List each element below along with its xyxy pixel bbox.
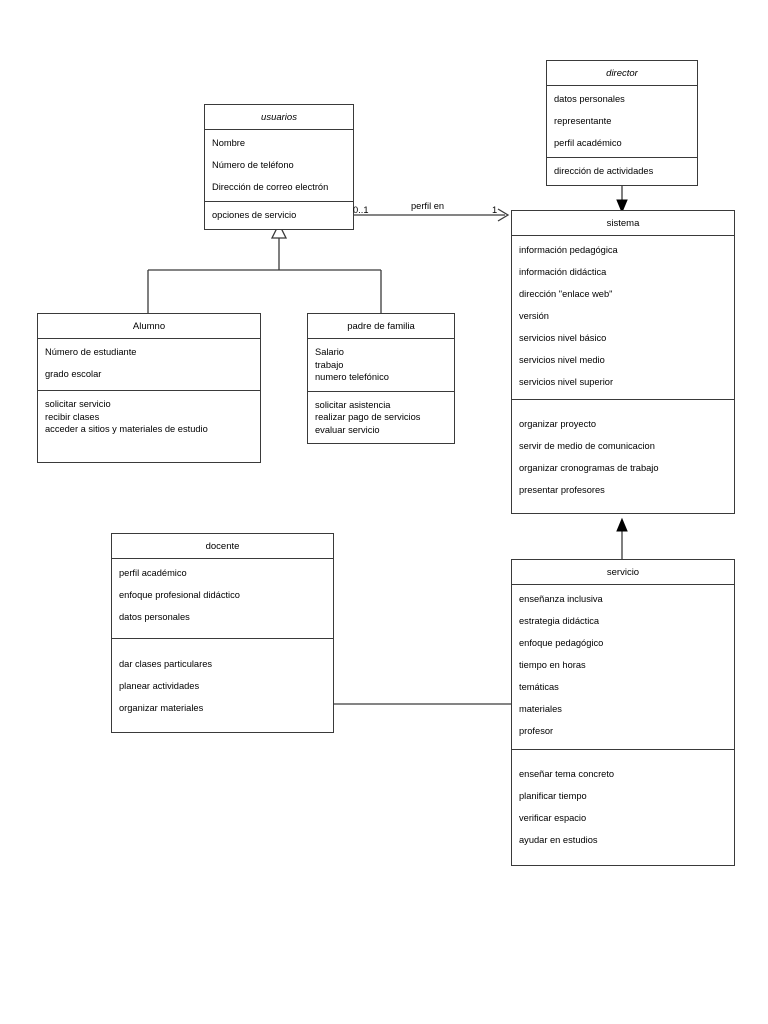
operations-docente: dar clases particulares planear activida… (112, 638, 333, 732)
operation-row: enseñar tema concreto (519, 769, 615, 779)
operation-row: organizar materiales (119, 703, 204, 713)
operation-row: evaluar servicio (315, 424, 380, 435)
arrowhead-usuarios-sistema (497, 208, 510, 222)
attribute-row: versión (519, 311, 549, 321)
arrowhead-servicio-sistema (616, 517, 628, 532)
operation-row: solicitar servicio (45, 399, 111, 409)
attribute-row: enfoque profesional didáctico (119, 590, 240, 600)
attribute-row: Número de estudiante (45, 347, 137, 357)
class-name-servicio: servicio (512, 560, 734, 585)
attribute-row: tiempo en horas (519, 660, 586, 670)
attribute-row: perfil académico (554, 138, 622, 148)
class-box-alumno[interactable]: Alumno Número de estudiante grado escola… (37, 313, 261, 463)
attribute-row: estrategia didáctica (519, 616, 600, 626)
attribute-row: Salario (315, 347, 344, 357)
operation-row: planear actividades (119, 681, 200, 691)
attribute-row: Número de teléfono (212, 160, 294, 170)
attribute-row: temáticas (519, 682, 559, 692)
attributes-director: datos personales representante perfil ac… (547, 86, 697, 157)
operations-usuarios: opciones de servicio (205, 201, 353, 229)
class-box-usuarios[interactable]: usuarios Nombre Número de teléfono Direc… (204, 104, 354, 230)
attribute-row: servicios nivel superior (519, 377, 614, 387)
operation-row: presentar profesores (519, 485, 605, 495)
operation-row: realizar pago de servicios (315, 412, 421, 422)
attributes-usuarios: Nombre Número de teléfono Dirección de c… (205, 130, 353, 201)
attributes-docente: perfil académico enfoque profesional did… (112, 559, 333, 638)
attributes-padre-de-familia: Salario trabajo numero telefónico (308, 339, 454, 391)
operation-row: dar clases particulares (119, 659, 213, 669)
operation-row: solicitar asistencia (315, 399, 391, 410)
operation-row: verificar espacio (519, 813, 587, 823)
attribute-row: representante (554, 116, 612, 126)
attribute-row: datos personales (119, 612, 190, 622)
operation-row: servir de medio de comunicacion (519, 441, 655, 451)
class-box-director[interactable]: director datos personales representante … (546, 60, 698, 186)
class-name-sistema: sistema (512, 211, 734, 236)
operations-alumno: solicitar servicio recibir clases accede… (38, 390, 260, 443)
attribute-row: información pedagógica (519, 245, 618, 255)
attributes-sistema: información pedagógica información didác… (512, 236, 734, 399)
operations-padre-de-familia: solicitar asistencia realizar pago de se… (308, 390, 454, 444)
attribute-row: servicios nivel medio (519, 355, 605, 365)
attribute-row: Nombre (212, 138, 246, 148)
attribute-row: trabajo (315, 359, 344, 370)
attribute-row: enfoque pedagógico (519, 638, 604, 648)
attribute-row: grado escolar (45, 369, 102, 379)
attribute-row: servicios nivel básico (519, 333, 607, 343)
class-name-docente: docente (112, 534, 333, 559)
class-name-usuarios: usuarios (205, 105, 353, 130)
operation-row: acceder a sitios y materiales de estudio (45, 424, 208, 434)
class-name-alumno: Alumno (38, 314, 260, 339)
attribute-row: profesor (519, 726, 554, 736)
attribute-row: dirección "enlace web" (519, 289, 613, 299)
operations-director: dirección de actividades (547, 157, 697, 185)
operation-row: dirección de actividades (554, 166, 654, 176)
class-name-padre-de-familia: padre de familia (308, 314, 454, 339)
attributes-servicio: enseñanza inclusiva estrategia didáctica… (512, 585, 734, 749)
association-label-perfil-en: perfil en (411, 201, 445, 211)
operations-servicio: enseñar tema concreto planificar tiempo … (512, 749, 734, 865)
operation-row: organizar cronogramas de trabajo (519, 463, 659, 473)
attribute-row: numero telefónico (315, 372, 389, 382)
attribute-row: Dirección de correo electrón (212, 182, 329, 192)
multiplicity-target-sistema: 1 (492, 205, 498, 215)
attribute-row: datos personales (554, 94, 625, 104)
class-box-docente[interactable]: docente perfil académico enfoque profesi… (111, 533, 334, 733)
attribute-row: perfil académico (119, 568, 187, 578)
operation-row: planificar tiempo (519, 791, 587, 801)
class-box-servicio[interactable]: servicio enseñanza inclusiva estrategia … (511, 559, 735, 866)
operations-sistema: organizar proyecto servir de medio de co… (512, 399, 734, 513)
operation-row: organizar proyecto (519, 419, 596, 429)
class-name-director: director (547, 61, 697, 86)
operation-row: ayudar en estudios (519, 835, 598, 845)
attribute-row: información didáctica (519, 267, 607, 277)
operation-row: opciones de servicio (212, 210, 297, 220)
attribute-row: materiales (519, 704, 562, 714)
operation-row: recibir clases (45, 411, 100, 422)
multiplicity-source-usuarios: 0..1 (353, 205, 369, 215)
class-box-padre-de-familia[interactable]: padre de familia Salario trabajo numero … (307, 313, 455, 444)
class-box-sistema[interactable]: sistema información pedagógica informaci… (511, 210, 735, 514)
attributes-alumno: Número de estudiante grado escolar (38, 339, 260, 390)
attribute-row: enseñanza inclusiva (519, 594, 603, 604)
